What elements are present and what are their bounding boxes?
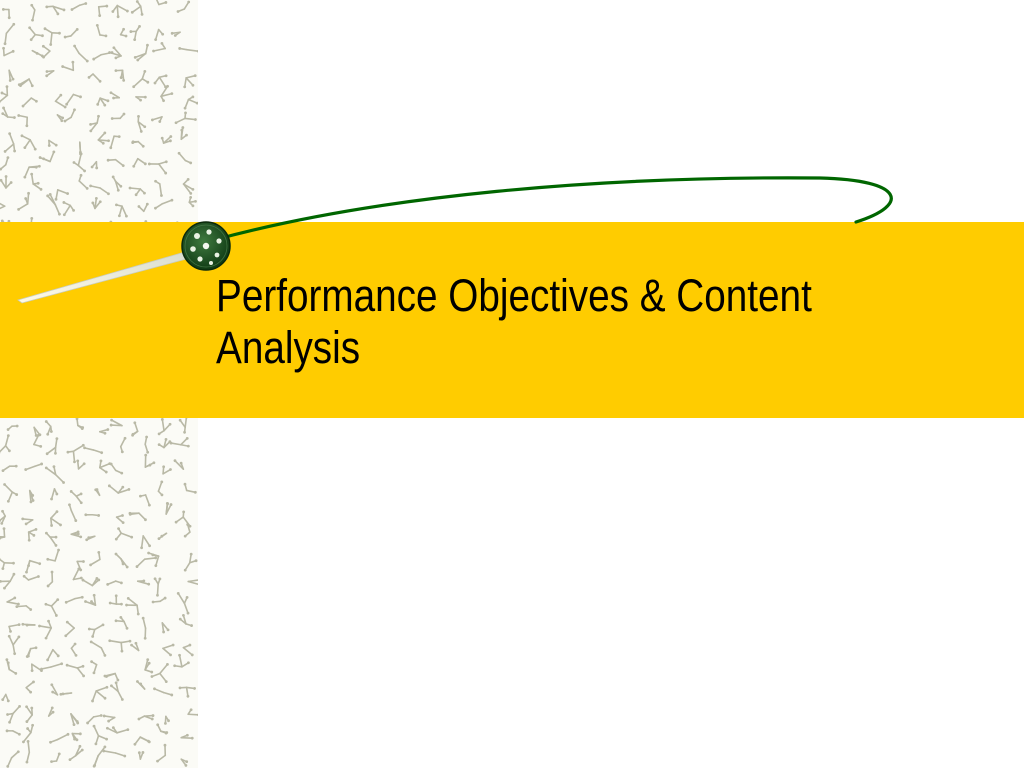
slide-title-line-2: Analysis: [216, 322, 361, 373]
pattern-graphic: [0, 0, 198, 768]
slide-title: Performance Objectives & Content Analysi…: [216, 270, 895, 374]
slide-title-line-1: Performance Objectives & Content: [216, 270, 812, 321]
